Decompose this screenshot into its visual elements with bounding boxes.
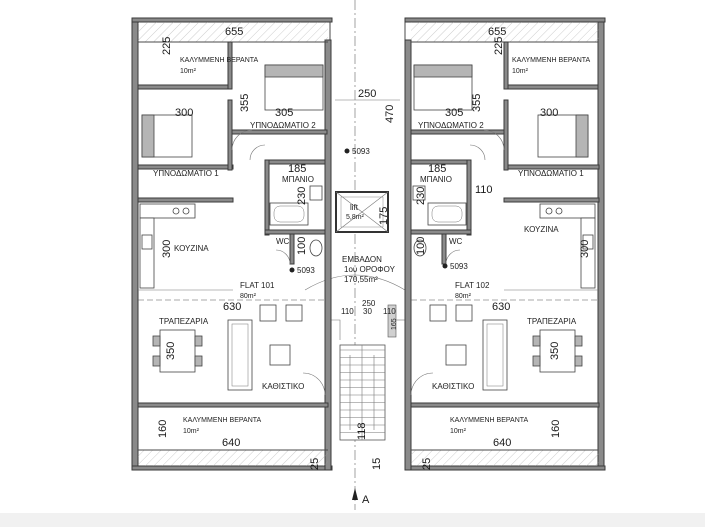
dim-bath-h-left: 230 (296, 187, 308, 205)
level-markers: 5093 5093 5093 (289, 147, 468, 275)
label-veranda-bottom-left: ΚΑΛΥΜΜΕΝΗ ΒΕΡΑΝΤΑ (183, 417, 262, 424)
label-floor-area-title: ΕΜΒΑΔΟΝ (342, 255, 382, 264)
dim-bottom-left-width: 640 (222, 437, 240, 449)
label-flat-right-area: 80m² (455, 293, 472, 300)
sink-icon (412, 185, 426, 201)
dim-dining-w-left: 630 (223, 301, 241, 313)
dim-top-left-width: 655 (225, 26, 243, 38)
kitchen-counter (539, 203, 596, 219)
label-flat-right: FLAT 102 (455, 281, 490, 290)
dim-dining-w-right: 630 (492, 301, 510, 313)
dim-veranda-top-h-right: 225 (493, 37, 505, 55)
label-flat-left: FLAT 101 (240, 281, 275, 290)
dining-table (159, 329, 196, 373)
label-flat-left-area: 80m² (240, 293, 257, 300)
dim-dining-h-left: 350 (165, 342, 177, 360)
sink-icon (309, 185, 323, 201)
dim-bottom-25-right: 25 (421, 458, 433, 470)
staircase (339, 344, 386, 441)
coffee-table (269, 344, 291, 366)
dining-table (539, 329, 576, 373)
label-living-right: ΚΑΘΙΣΤΙΚΟ (432, 382, 474, 391)
bottom-strip (0, 513, 705, 527)
label-dining-left: ΤΡΑΠΕΖΑΡΙΑ (159, 317, 209, 326)
label-veranda-bottom-right: ΚΑΛΥΜΜΕΝΗ ΒΕΡΑΝΤΑ (450, 417, 529, 424)
dim-bottom-15: 15 (371, 458, 383, 470)
dim-stair-30: 30 (363, 307, 372, 316)
dim-bottom-25-left: 25 (309, 458, 321, 470)
label-dining-right: ΤΡΑΠΕΖΑΡΙΑ (527, 317, 577, 326)
toilet-icon (309, 239, 323, 257)
dim-stair-250: 250 (362, 299, 376, 308)
dim-wc-h-right: 100 (415, 237, 427, 255)
label-kitchen-left: ΚΟΥΖΙΝΑ (174, 244, 209, 253)
dim-veranda-bottom-h-left: 160 (157, 420, 169, 438)
label-kitchen-right: ΚΟΥΖΙΝΑ (524, 225, 559, 234)
label-veranda-top-left-area: 10m² (180, 68, 197, 75)
label-bedroom1-right: ΥΠΝΟΔΩΜΑΤΙΟ 1 (518, 169, 584, 178)
section-marker-label: A (362, 494, 370, 506)
dim-bath-w-right: 185 (428, 163, 446, 175)
dim-bed2-w-left: 305 (275, 107, 293, 119)
coffee-table (445, 344, 467, 366)
level-flat-right: 5093 (450, 262, 468, 271)
label-living-left: ΚΑΘΙΣΤΙΚΟ (262, 382, 304, 391)
label-veranda-top-right-area: 10m² (512, 68, 529, 75)
level-core: 5093 (352, 147, 370, 156)
dim-kitchen-h-left: 300 (161, 240, 173, 258)
sofa-icon (227, 319, 253, 391)
dim-lift-h: 175 (378, 207, 390, 225)
dim-bed2-h-right: 355 (471, 94, 483, 112)
dim-veranda-bottom-h-right: 160 (550, 420, 562, 438)
label-veranda-top-left: ΚΑΛΥΜΜΕΝΗ ΒΕΡΑΝΤΑ (180, 57, 259, 64)
kitchen-counter (139, 203, 196, 219)
dim-stair-118: 118 (356, 422, 368, 440)
label-bedroom2-left: ΥΠΝΟΔΩΜΑΤΙΟ 2 (250, 121, 316, 130)
dim-bath-h-right: 230 (415, 187, 427, 205)
dim-stair-110-right: 110 (383, 307, 396, 316)
dim-right-110: 110 (475, 184, 493, 196)
dim-bed1-w-left: 300 (175, 107, 193, 119)
section-marker: A (352, 488, 370, 506)
sofa-icon (482, 319, 508, 391)
dim-bottom-right-width: 640 (493, 437, 511, 449)
dim-dining-h-right: 350 (549, 342, 561, 360)
room-labels: ΚΑΛΥΜΜΕΝΗ ΒΕΡΑΝΤΑ 10m² ΚΑΛΥΜΜΕΝΗ ΒΕΡΑΝΤΑ… (153, 57, 591, 435)
dim-core-w: 250 (358, 88, 376, 100)
dim-bed2-h-left: 355 (239, 94, 251, 112)
flat-102 (404, 17, 606, 471)
dim-bed2-w-right: 305 (445, 107, 463, 119)
label-bedroom1-left: ΥΠΝΟΔΩΜΑΤΙΟ 1 (153, 169, 219, 178)
dim-core-h: 470 (384, 105, 396, 123)
flat-101 (131, 17, 333, 471)
dim-veranda-top-h-left: 225 (161, 37, 173, 55)
label-wc-right: WC (449, 237, 463, 246)
dim-kitchen-h-right: 300 (579, 240, 591, 258)
core-area (304, 0, 406, 510)
label-veranda-bottom-right-area: 10m² (450, 428, 467, 435)
level-flat-left: 5093 (297, 266, 315, 275)
dim-bed1-w-right: 300 (540, 107, 558, 119)
label-floor-name: 1ου ΟΡΟΦΟΥ (344, 265, 396, 274)
dim-wc-h-left: 100 (296, 237, 308, 255)
label-bedroom2-right: ΥΠΝΟΔΩΜΑΤΙΟ 2 (418, 121, 484, 130)
label-bath-left: ΜΠΑΝΙΟ (282, 175, 314, 184)
dim-top-right-width: 655 (488, 26, 506, 38)
dim-bath-w-left: 185 (288, 163, 306, 175)
dim-stair-165: 165 (391, 318, 398, 330)
label-veranda-top-right: ΚΑΛΥΜΜΕΝΗ ΒΕΡΑΝΤΑ (512, 57, 591, 64)
dimensions: 655 655 225 225 305 305 355 355 300 300 … (157, 26, 591, 470)
label-lift-area: 5,8m² (346, 214, 365, 221)
label-bath-right: ΜΠΑΝΙΟ (420, 175, 452, 184)
bathtub-icon (269, 202, 309, 226)
label-floor-area: 170,55m² (344, 275, 378, 284)
label-veranda-bottom-left-area: 10m² (183, 428, 200, 435)
label-lift: lift (350, 203, 359, 212)
label-wc-left: WC (276, 237, 290, 246)
bathtub-icon (427, 202, 467, 226)
toilet-icon (413, 239, 427, 257)
dim-stair-110-left: 110 (341, 307, 354, 316)
